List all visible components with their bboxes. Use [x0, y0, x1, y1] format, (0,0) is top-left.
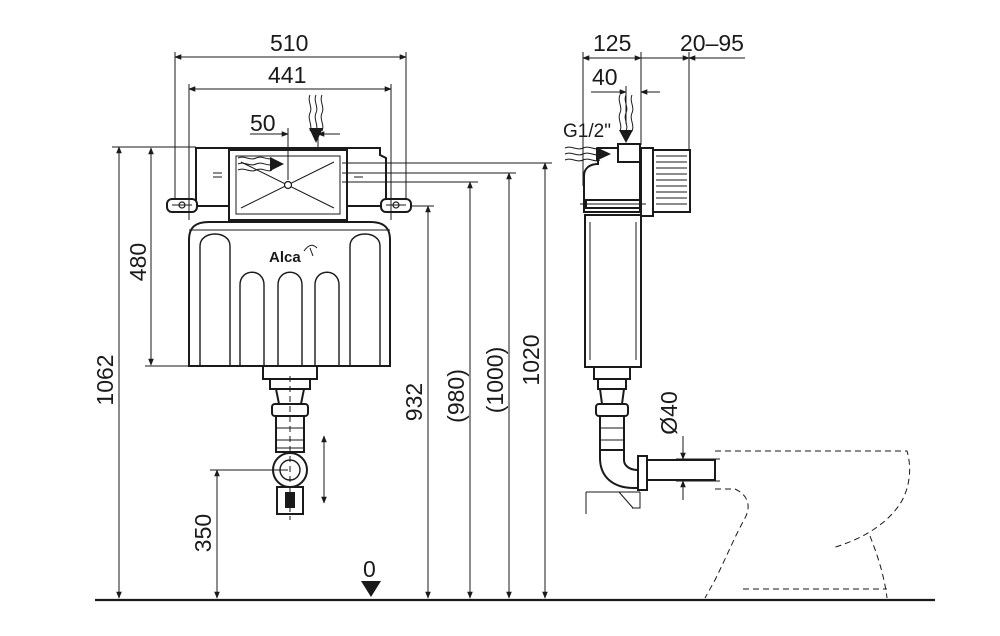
dim-980-label: (980) [443, 369, 469, 423]
side-tank-body [584, 214, 642, 368]
dim-125-label: 125 [593, 30, 631, 56]
dim-1000-label: (1000) [482, 347, 508, 413]
side-elbow [599, 449, 641, 489]
dim-441-label: 441 [268, 62, 306, 88]
side-wall-flange [640, 147, 654, 217]
side-view [564, 94, 716, 514]
brand-label: Alca [269, 249, 301, 266]
front-view: Alca [166, 94, 412, 520]
dim-d40-label: Ø40 [656, 391, 682, 434]
dimension-980: (980) [342, 181, 478, 599]
dimension-20-95: 20–95 [641, 30, 745, 150]
dim-20-95-label: 20–95 [680, 30, 744, 56]
dim-1020-label: 1020 [518, 334, 544, 385]
dim-50-label: 50 [250, 110, 276, 136]
dim-932-label: 932 [401, 383, 427, 421]
dimension-125: 125 [582, 30, 642, 186]
dimension-441: 441 [188, 62, 392, 220]
dimension-50: 50 [250, 110, 340, 180]
dim-480-label: 480 [125, 243, 151, 281]
dimension-480: 480 [125, 147, 189, 367]
plate-inlet-arrow [237, 156, 284, 172]
right-bracket [380, 198, 412, 213]
inlet-thread-label: G1/2" [563, 121, 611, 142]
dimension-932: 932 [401, 205, 434, 599]
dimension-350: 350 [190, 469, 288, 599]
floor-zero-label: 0 [363, 556, 376, 582]
dimension-d40: Ø40 [656, 391, 720, 500]
side-threaded-collar [652, 149, 691, 213]
inlet-thread-label-group: G1/2" [563, 121, 611, 142]
dimension-1062: 1062 [92, 146, 196, 599]
side-flush-pipe [646, 459, 716, 481]
tank-body [188, 221, 391, 367]
dimension-1020: 1020 [342, 162, 552, 599]
dimension-1000: (1000) [342, 172, 516, 599]
dimension-40: 40 [591, 64, 660, 124]
floor-zero-marker: 0 [361, 556, 381, 597]
dim-350-label: 350 [190, 514, 216, 552]
dim-40-label: 40 [592, 64, 618, 90]
dimension-510: 510 [174, 30, 407, 200]
wc-bowl-outline [704, 450, 911, 599]
left-bracket [166, 198, 198, 213]
dim-510-label: 510 [270, 30, 308, 56]
top-inlet-arrow [308, 94, 324, 143]
side-top-housing [583, 147, 641, 213]
dim-1062-label: 1062 [92, 354, 118, 405]
